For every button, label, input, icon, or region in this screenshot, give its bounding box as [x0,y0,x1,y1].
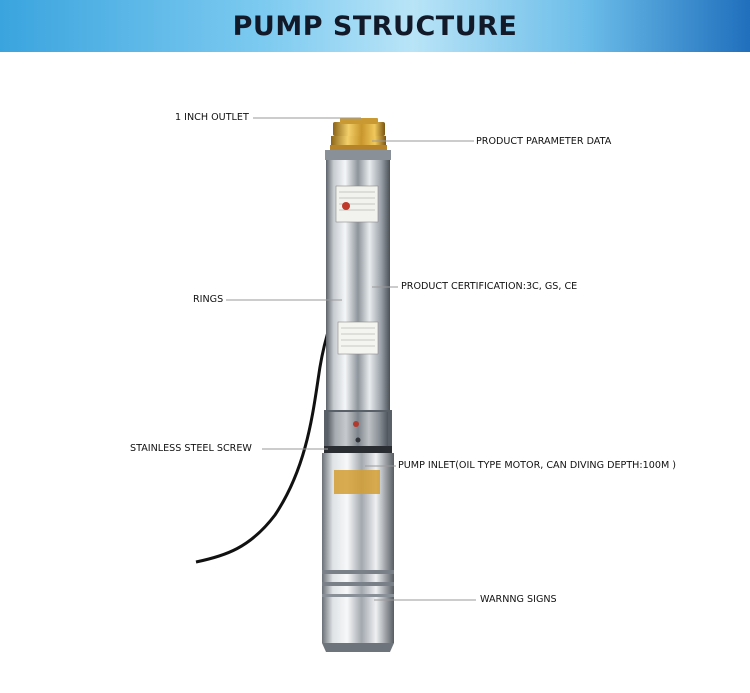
pump-bottom [322,643,394,652]
motor-label [334,470,380,494]
rings-label: RINGS [193,294,224,305]
inlet-section [324,410,392,453]
warning-label: WARNNG SIGNS [480,594,557,605]
screw-label: STAINLESS STEEL SCREW [130,443,252,454]
power-cable [195,295,344,564]
header-banner: PUMP STRUCTURE [0,0,750,52]
page-title: PUMP STRUCTURE [232,10,518,42]
top-collar [325,150,391,160]
certification-plate [337,321,379,355]
parameter-plate [335,185,379,223]
outlet-head [330,118,387,150]
outlet-label: 1 INCH OUTLET [175,112,249,123]
certification-label: PRODUCT CERTIFICATION:3C, GS, CE [401,281,578,292]
leader-lines [226,117,476,601]
parameter-label: PRODUCT PARAMETER DATA [476,136,612,147]
rings-bottom [322,570,394,597]
inlet-label: PUMP INLET(OIL TYPE MOTOR, CAN DIVING DE… [398,460,677,471]
